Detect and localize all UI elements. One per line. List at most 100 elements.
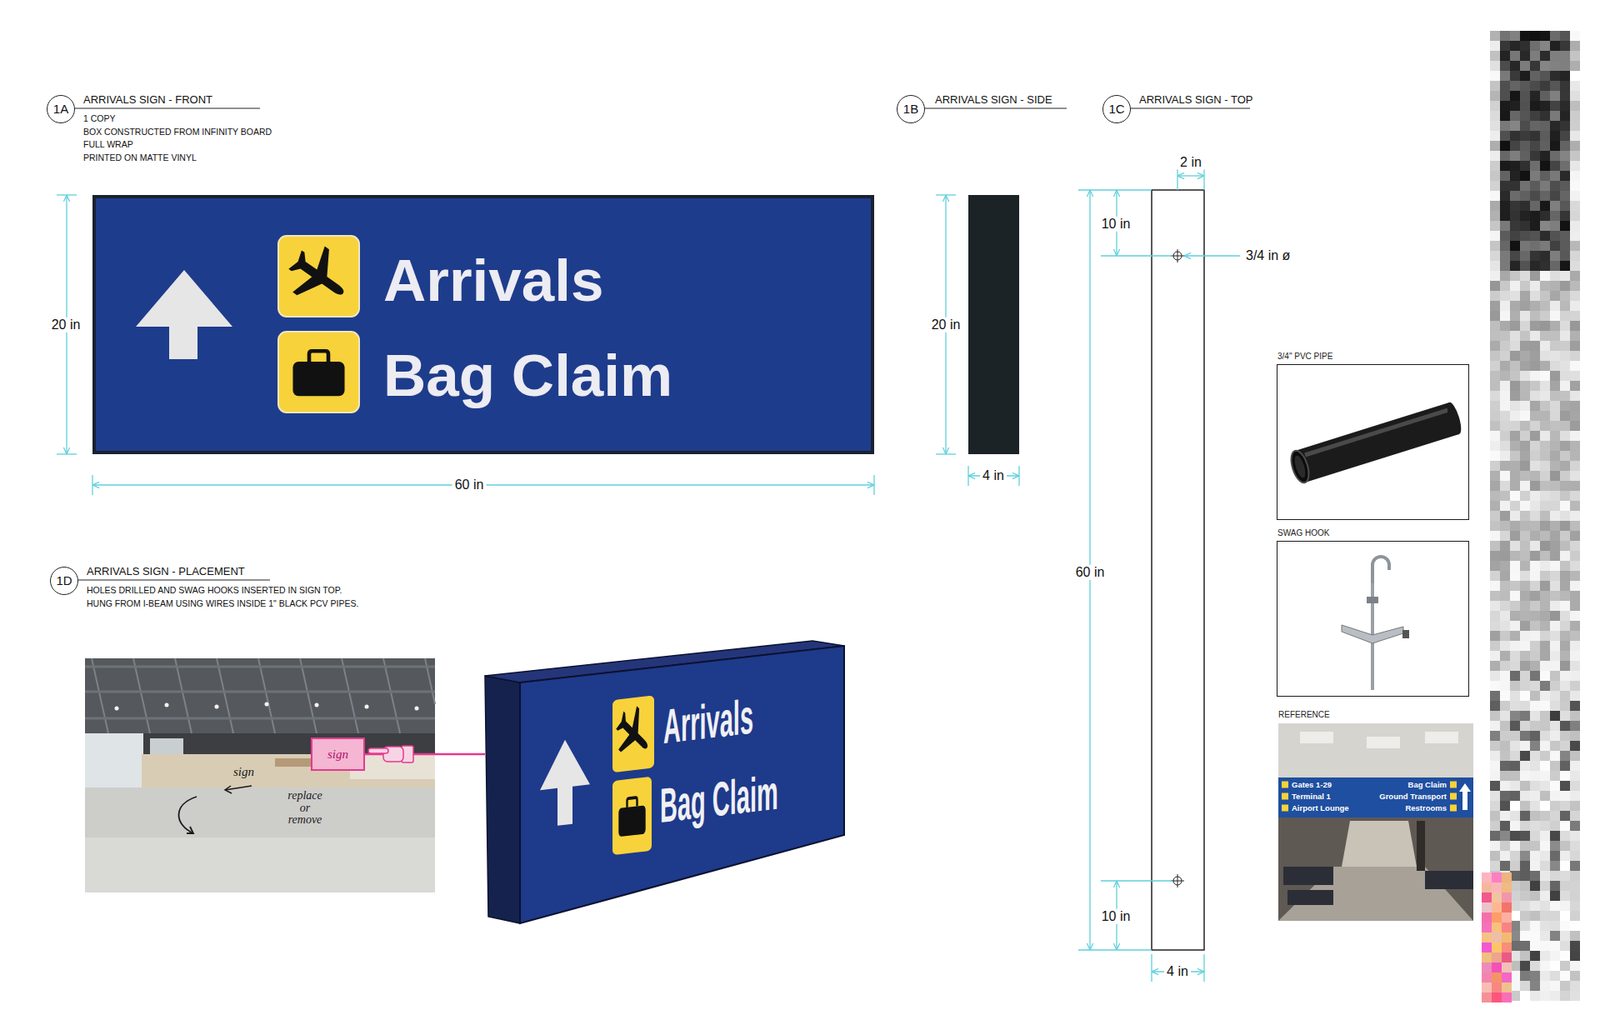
pixelated-strip (1510, 110, 1520, 121)
text-slot: REFERENCE (1278, 710, 1330, 720)
pixelated-strip (1500, 170, 1510, 181)
pixelated-strip (1520, 880, 1530, 891)
pixelated-strip (1550, 160, 1560, 171)
drill-hole (1170, 249, 1185, 888)
swag-hook-photo (1341, 625, 1404, 644)
photo-caption: 3/4" PVC PIPE (1277, 351, 1333, 362)
pixelated-strip (1530, 340, 1540, 351)
pixelated-strip (1530, 550, 1540, 561)
pixelated-strip (1500, 340, 1510, 351)
pixelated-strip (1550, 700, 1560, 711)
pixelated-strip (1481, 952, 1492, 963)
pixelated-strip (1570, 850, 1580, 861)
pixelated-strip (1560, 710, 1570, 721)
pixelated-strip (1510, 790, 1520, 801)
pixelated-strip (1510, 800, 1520, 811)
pixelated-strip (1540, 720, 1550, 731)
pixelated-strip (1490, 520, 1500, 531)
dimension-label: 10 in (1099, 216, 1134, 232)
sign-render-art (627, 797, 638, 808)
pixelated-strip (1550, 940, 1560, 951)
pixelated-strip (1570, 520, 1580, 531)
pixelated-strip (1560, 190, 1570, 201)
pixelated-strip (1510, 300, 1520, 311)
pixelated-strip (1570, 800, 1580, 811)
pixelated-strip (1501, 992, 1512, 1003)
pixelated-strip (1520, 520, 1530, 531)
pixelated-strip (1560, 620, 1570, 631)
pixelated-strip (1530, 530, 1540, 541)
sign-render-art (485, 675, 520, 924)
reference-photo (1287, 890, 1334, 905)
pixelated-strip (1550, 60, 1560, 71)
pixelated-strip (1490, 600, 1500, 611)
pixelated-strip (1490, 130, 1500, 141)
pixelated-strip (1510, 710, 1520, 721)
pixelated-strip (1510, 170, 1520, 181)
pixelated-strip (1540, 440, 1550, 451)
text-slot: ARRIVALS SIGN - PLACEMENT (86, 565, 245, 579)
pixelated-strip (1520, 730, 1530, 741)
pixelated-strip (1540, 40, 1550, 51)
pixelated-strip (1530, 780, 1540, 791)
pixelated-strip (1560, 680, 1570, 691)
sign-front-art (92, 195, 875, 455)
pixelated-strip (1570, 230, 1580, 241)
pixelated-strip (1530, 80, 1540, 91)
text-slot: SWAG HOOK (1277, 528, 1330, 539)
pixelated-strip (1540, 890, 1550, 901)
pixelated-strip (1500, 530, 1510, 541)
pixelated-strip (1520, 300, 1530, 311)
pixelated-strip (1510, 610, 1520, 621)
pixelated-strip (1570, 190, 1580, 201)
text-slot: BOX CONSTRUCTED FROM INFINITY BOARD (83, 126, 272, 137)
pixelated-strip (1560, 970, 1570, 981)
pixelated-strip (1530, 260, 1540, 271)
pixelated-strip (1520, 910, 1530, 921)
callout-number: 1D (50, 566, 79, 595)
pixelated-strip (1520, 140, 1530, 151)
pixelated-strip (1490, 630, 1500, 641)
pixelated-strip (1560, 40, 1570, 51)
pixelated-strip (1560, 640, 1570, 651)
text-slot: 3/4 in ø (1243, 248, 1293, 264)
pixelated-strip (1500, 770, 1510, 781)
pixelated-strip (1520, 230, 1530, 241)
pixelated-strip (1550, 860, 1560, 871)
pixelated-strip (1550, 440, 1560, 451)
pixelated-strip (1501, 902, 1512, 913)
pixelated-strip (1520, 400, 1530, 411)
pixelated-strip (1501, 912, 1512, 923)
pixelated-strip (1500, 140, 1510, 151)
pixelated-strip (1550, 660, 1560, 671)
pixelated-strip (1510, 470, 1520, 481)
pixelated-strip (1510, 80, 1520, 91)
text-slot: Bag Claim (660, 781, 897, 830)
pixelated-strip (1570, 480, 1580, 491)
pixelated-strip (1510, 630, 1520, 641)
pixelated-strip (1530, 160, 1540, 171)
pixelated-strip (1510, 840, 1520, 851)
sign-front-art (292, 350, 345, 396)
pixelated-strip (1520, 820, 1530, 831)
pixelated-strip (1530, 730, 1540, 741)
pixelated-strip (1540, 700, 1550, 711)
callout-number: 1A (46, 95, 75, 124)
pixelated-strip (1510, 370, 1520, 381)
pixelated-strip (1520, 920, 1530, 931)
pixelated-strip (1490, 650, 1500, 661)
pixelated-strip (1570, 240, 1580, 251)
pixelated-strip (1530, 450, 1540, 461)
pixelated-strip (1520, 360, 1530, 371)
handwritten-note: replace or remove (281, 790, 329, 827)
pixelated-strip (1560, 690, 1570, 701)
dimension-line (935, 194, 956, 195)
pixelated-strip (1510, 760, 1520, 771)
pixelated-strip (1570, 180, 1580, 191)
pixelated-strip (1540, 130, 1550, 141)
pixelated-strip (1540, 390, 1550, 401)
pixelated-strip (1550, 390, 1560, 401)
pixelated-strip (1520, 120, 1530, 131)
placement-photo (216, 658, 234, 734)
sign-front-art (279, 236, 360, 316)
